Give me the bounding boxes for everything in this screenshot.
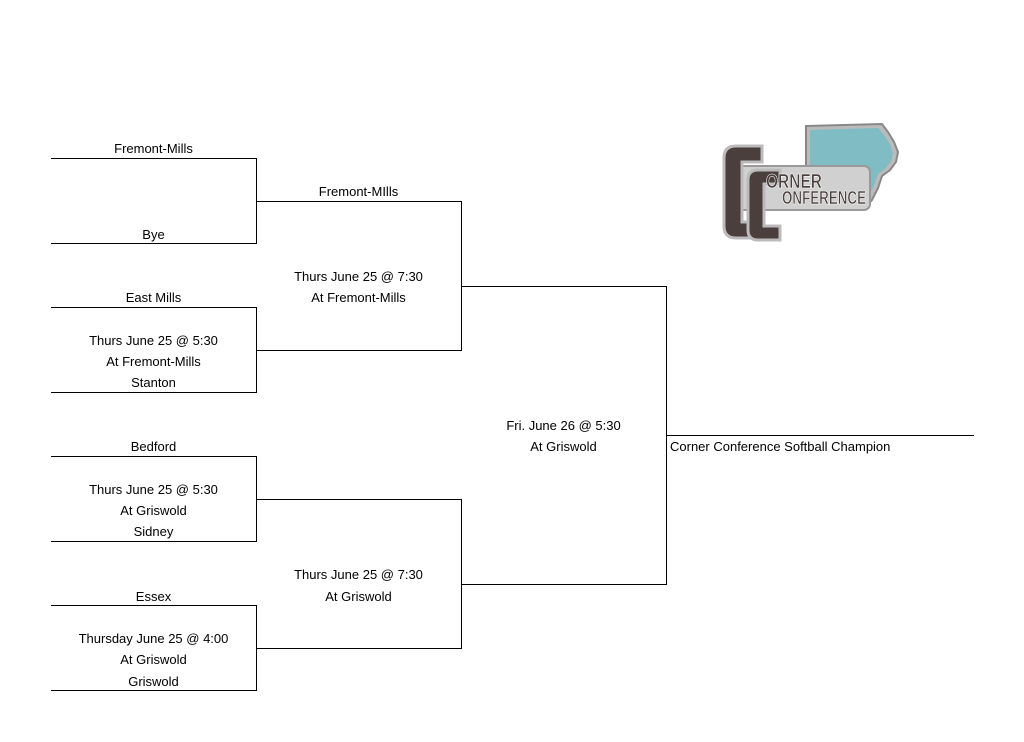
r2-m2-connector [461, 499, 462, 649]
r1-m2-bottom-team: Stanton [131, 375, 176, 390]
r1-m2-site: At Fremont-Mills [106, 354, 201, 369]
final-top-line [461, 286, 667, 287]
logo-text-line1: ORNER [766, 171, 822, 193]
r1-m4-bottom-team: Griswold [128, 674, 179, 689]
r1-m3-bottom-team: Sidney [133, 524, 174, 539]
r1-m3-top-team: Bedford [130, 439, 177, 454]
r1-m1-top-line [51, 158, 257, 159]
logo-text-line2: ONFERENCE [782, 188, 866, 208]
r1-m3-top-line [51, 456, 257, 457]
r2-m1-top-team: Fremont-MIlls [318, 184, 399, 199]
r2-m2-bottom-line [256, 648, 462, 649]
r1-m2-top-line [51, 307, 257, 308]
champion-label: Corner Conference Softball Champion [670, 439, 891, 454]
r1-m3-date: Thurs June 25 @ 5:30 [89, 482, 218, 497]
r1-m4-bottom-line [51, 690, 257, 691]
r1-m4-top-team: Essex [135, 589, 172, 604]
final-bottom-line [461, 584, 667, 585]
r1-m1-bottom-team: Bye [142, 227, 165, 242]
r1-m4-date: Thursday June 25 @ 4:00 [78, 631, 229, 646]
r2-m1-connector [461, 201, 462, 351]
r2-m1-top-line [256, 201, 462, 202]
r1-m3-bottom-line [51, 541, 257, 542]
r1-m4-site: At Griswold [120, 652, 187, 667]
r2-m1-date: Thurs June 25 @ 7:30 [294, 269, 423, 284]
r2-m1-site: At Fremont-Mills [311, 290, 406, 305]
r1-m4-top-line [51, 605, 257, 606]
r2-m1-bottom-line [256, 350, 462, 351]
r1-m2-date: Thurs June 25 @ 5:30 [89, 333, 218, 348]
r2-m2-date: Thurs June 25 @ 7:30 [294, 567, 423, 582]
r1-m2-top-team: East Mills [125, 290, 182, 305]
r1-m3-site: At Griswold [120, 503, 187, 518]
final-date: Fri. June 26 @ 5:30 [506, 418, 621, 433]
r1-m1-bottom-line [51, 243, 257, 244]
r1-m1-top-team: Fremont-Mills [114, 141, 193, 156]
r2-m2-site: At Griswold [325, 589, 392, 604]
final-site: At Griswold [530, 439, 597, 454]
r2-m2-top-line [256, 499, 462, 500]
r1-m2-bottom-line [51, 392, 257, 393]
corner-conference-logo: ORNER ONFERENCE [722, 122, 900, 242]
logo-c-inner [746, 168, 782, 242]
champion-line [666, 435, 974, 436]
